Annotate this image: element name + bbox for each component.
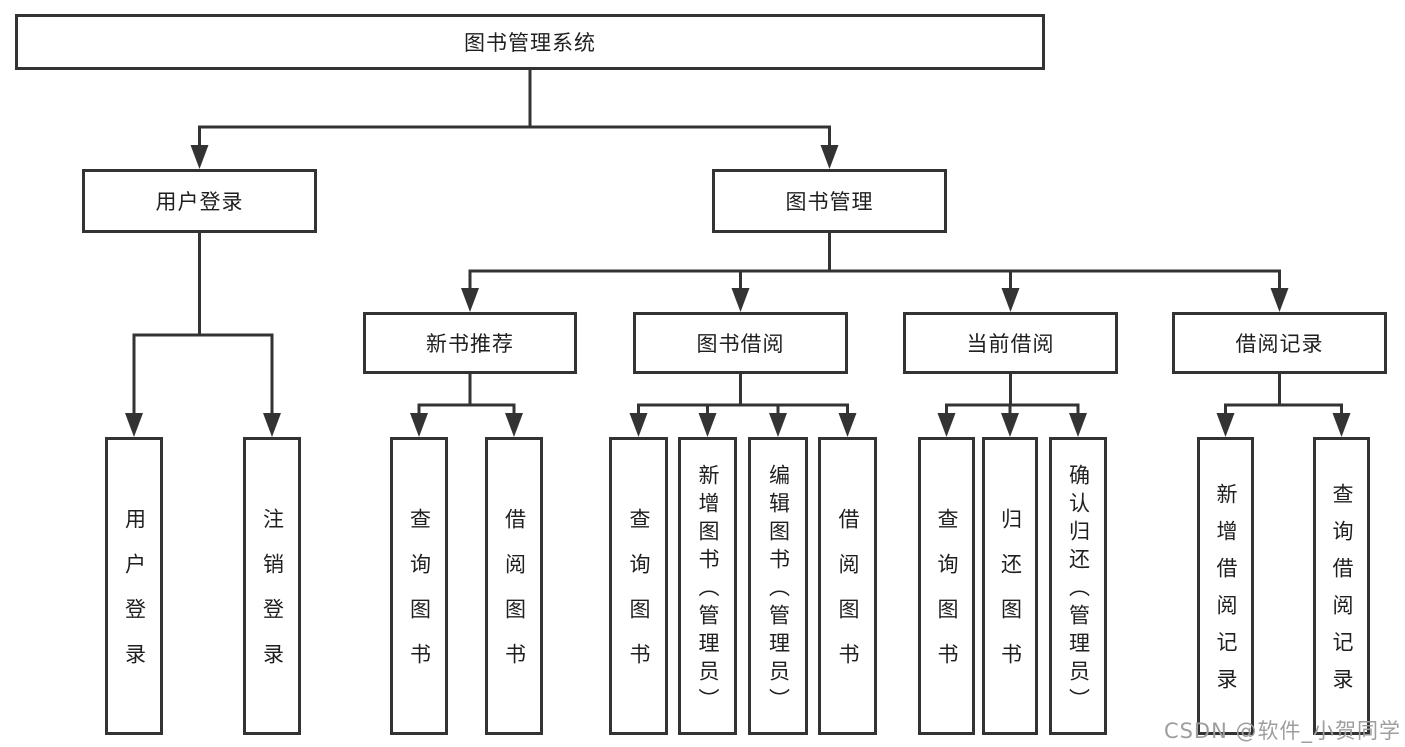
leaf-query-books-borrow: 查询图书 <box>609 437 668 735</box>
leaf-add-books-admin: 新增图书（管理员） <box>678 437 737 735</box>
leaf-label: 查询借阅记录 <box>1330 483 1354 705</box>
leaf-label: 查询图书 <box>935 508 959 688</box>
leaf-user-login: 用户登录 <box>105 437 163 735</box>
leaf-label: 借阅图书 <box>836 508 860 688</box>
leaf-edit-books-admin: 编辑图书（管理员） <box>748 437 808 735</box>
watermark: CSDN @软件_小贺同学 <box>1163 719 1401 743</box>
connector-lines <box>132 68 1343 420</box>
leaf-label: 查询图书 <box>627 508 651 688</box>
leaf-query-books-recommend: 查询图书 <box>390 437 448 735</box>
leaf-logout-login: 注销登录 <box>243 437 301 735</box>
leaf-add-borrow-record: 新增借阅记录 <box>1197 437 1254 735</box>
leaf-query-borrow-record: 查询借阅记录 <box>1313 437 1370 735</box>
node-new-book-recommendation: 新书推荐 <box>363 312 577 374</box>
leaf-label: 编辑图书（管理员） <box>766 463 791 716</box>
node-book-borrowing: 图书借阅 <box>633 312 848 374</box>
node-borrowing-records: 借阅记录 <box>1172 312 1387 374</box>
leaf-label: 查询图书 <box>407 508 432 688</box>
leaf-borrow-books: 借阅图书 <box>818 437 877 735</box>
leaf-confirm-return-admin: 确认归还（管理员） <box>1049 437 1107 735</box>
node-current-borrowing: 当前借阅 <box>903 312 1118 374</box>
leaf-return-books: 归还图书 <box>982 437 1038 735</box>
leaf-label: 新增借阅记录 <box>1214 483 1238 705</box>
arrowhead-triangles <box>125 145 1351 437</box>
node-book-management: 图书管理 <box>712 169 947 233</box>
leaf-label: 新增图书（管理员） <box>696 463 720 716</box>
node-system-root: 图书管理系统 <box>15 14 1045 70</box>
leaf-label: 注销登录 <box>260 508 285 688</box>
leaf-query-books-current: 查询图书 <box>918 437 975 735</box>
leaf-borrow-books-recommend: 借阅图书 <box>485 437 543 735</box>
node-user-login: 用户登录 <box>82 169 317 233</box>
leaf-label: 确认归还（管理员） <box>1066 463 1091 716</box>
leaf-label: 借阅图书 <box>502 508 527 688</box>
leaf-label: 归还图书 <box>998 508 1023 688</box>
leaf-label: 用户登录 <box>122 508 147 688</box>
